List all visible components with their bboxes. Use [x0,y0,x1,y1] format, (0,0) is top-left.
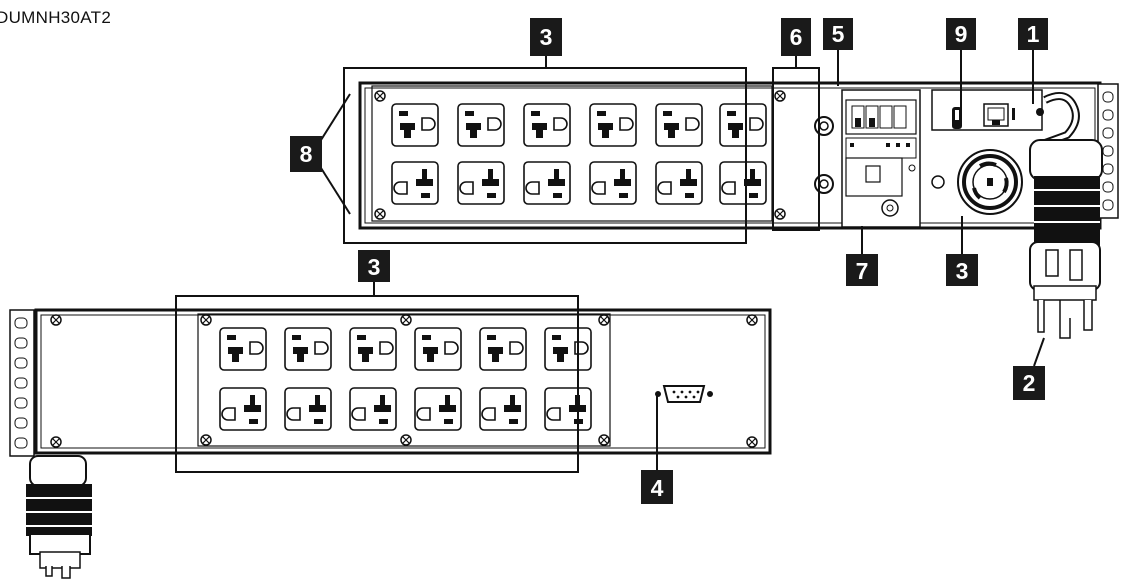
callout-3-right-badge: 3 [946,254,978,286]
callout-7-label: 7 [856,258,869,284]
callout-6-badge: 6 [781,18,811,56]
ethernet-port-icon [983,103,1009,127]
callout-3-top-label: 3 [540,24,553,50]
front-pdu [9,308,772,579]
callout-8-badge: 8 [290,136,322,172]
front-outlet-bank [197,313,611,447]
callout-3-middle-label: 3 [368,254,381,280]
rack-ear-left [9,309,35,457]
transfer-switch-module [841,89,921,228]
callout-badges: 1 2 3 3 3 4 5 6 [290,18,1048,504]
callout-4-badge: 4 [641,470,673,504]
callout-7-badge: 7 [846,254,878,286]
callout-2-badge: 2 [1013,366,1045,400]
callout-5-badge: 5 [823,18,853,50]
callout-frames [175,50,1045,473]
callout-3-top-badge: 3 [530,18,562,56]
callout-9-badge: 9 [946,18,976,50]
callout-8-label: 8 [300,141,313,167]
callout-6-label: 6 [790,24,803,50]
rack-ear-right [1097,83,1119,219]
callout-1-label: 1 [1027,21,1040,47]
callout-3-middle-badge: 3 [358,250,390,282]
model-number: DUMNH30AT2 [0,8,112,27]
network-card [931,89,1044,131]
callout-2-label: 2 [1023,370,1036,396]
callout-5-label: 5 [832,21,845,47]
rear-pdu [358,81,1119,339]
power-cord-rear [1029,92,1103,339]
power-plug-front [26,455,92,579]
callout-9-label: 9 [955,21,968,47]
callout-1-badge: 1 [1018,18,1048,50]
input-twistlock-receptacle [957,149,1023,215]
callout-4-label: 4 [651,475,664,501]
callout-3-right-label: 3 [956,258,969,284]
